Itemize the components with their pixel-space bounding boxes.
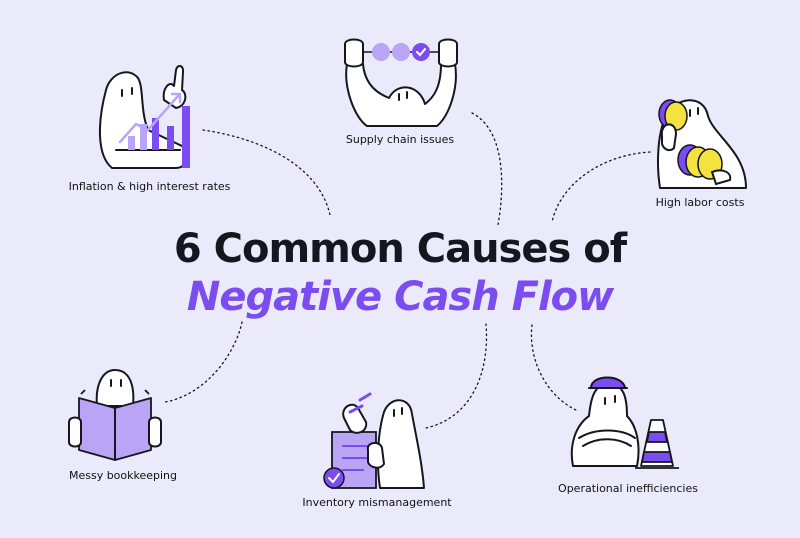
character-body [376,399,425,489]
supply-chain-beads-icon [363,43,439,61]
inflation-illustration [99,65,190,169]
title-line-1: 6 Common Causes of [173,226,627,272]
connector-inventory [425,323,488,429]
character-head [95,369,135,407]
label-inventory: Inventory mismanagement [302,496,452,509]
character-body [570,383,640,467]
connector-supply [471,112,503,226]
rising-bar-chart-icon [118,92,190,168]
clipboard-checklist-icon [323,431,377,489]
label-supply: Supply chain issues [345,133,455,146]
supply-chain-illustration [344,38,458,127]
inventory-illustration [323,392,425,489]
traffic-cone-icon [635,419,679,469]
label-operational: Operational inefficiencies [558,482,698,495]
connector-bookkeeping [164,321,243,403]
title-line-2: Negative Cash Flow [186,274,614,320]
label-inflation: Inflation & high interest rates [68,180,231,193]
label-bookkeeping: Messy bookkeeping [68,469,178,482]
connector-labor [551,151,651,223]
bookkeeping-illustration [68,369,162,461]
gold-coins-icon [658,99,723,180]
connector-inflation [202,129,331,216]
open-book-icon [78,389,152,461]
operational-illustration [570,376,679,469]
labor-costs-illustration [657,99,747,189]
character-body [345,63,457,127]
connector-operational [530,324,577,411]
label-labor: High labor costs [655,196,745,209]
crossed-arms [578,429,636,447]
hard-hat-icon [590,376,626,389]
